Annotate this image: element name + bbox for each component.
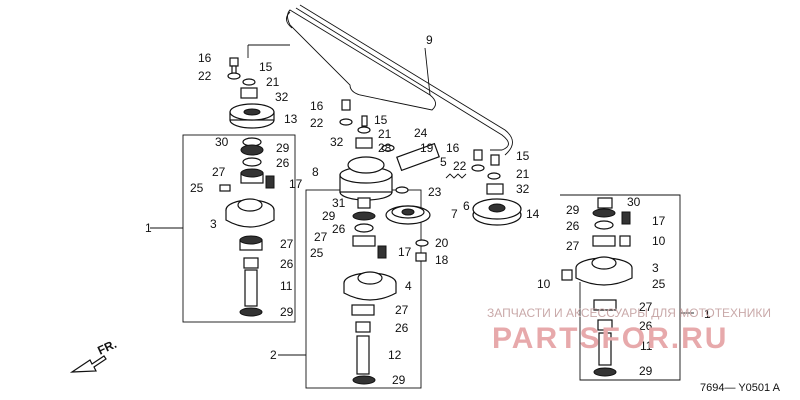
label-5: 5 [440,155,447,169]
label-1-right: 1 [704,307,711,321]
part-labels: 1 2 1 3 3 4 5 6 7 8 9 10 10 11 11 12 13 … [145,33,711,387]
label-3: 3 [210,217,217,231]
label-15: 15 [259,60,273,74]
label-4: 4 [405,279,412,293]
label-29-b: 29 [280,305,294,319]
belt-part [286,4,513,156]
label-15-right: 15 [516,149,530,163]
label-27: 27 [212,165,226,179]
label-29: 29 [276,141,290,155]
label-15-center: 15 [374,113,388,127]
label-10: 10 [652,234,666,248]
diagram-code: 7694— Y0501 A [700,382,781,394]
label-22: 22 [198,69,212,83]
label-20: 20 [435,236,449,250]
label-27-right: 27 [566,239,580,253]
label-18: 18 [435,253,449,267]
label-27-center-b: 27 [395,303,409,317]
label-30: 30 [215,135,229,149]
label-12: 12 [388,348,402,362]
label-26: 26 [276,156,290,170]
label-23: 23 [428,185,442,199]
label-6: 6 [463,199,470,213]
idler-parts [381,142,467,262]
label-27-center: 27 [314,230,328,244]
right-spindle-assembly [560,194,681,381]
label-17: 17 [289,177,303,191]
label-16-center: 16 [310,99,324,113]
label-28: 28 [378,141,392,155]
label-17-right: 17 [652,214,666,228]
label-26-right-b: 26 [639,319,653,333]
label-25: 25 [190,181,204,195]
label-26-center: 26 [332,222,346,236]
label-27-right-b: 27 [639,300,653,314]
pulley-14 [471,149,522,226]
label-9: 9 [426,33,433,47]
label-22-center: 22 [310,116,324,130]
label-11: 11 [280,279,293,293]
label-32-right: 32 [516,182,530,196]
front-arrow-icon [69,355,107,373]
label-27-b: 27 [280,237,294,251]
center-spindle-assembly [305,99,422,389]
label-29-center-b: 29 [392,373,406,387]
label-26-right: 26 [566,219,580,233]
label-10-left: 10 [537,277,551,291]
label-32: 32 [275,90,289,104]
watermark: ЗАПЧАСТИ И АКСЕССУАРЫ ДЛЯ МОТОТЕХНИКИ PA… [487,306,771,355]
label-1: 1 [145,221,152,235]
label-30-right: 30 [627,195,641,209]
label-26-b: 26 [280,257,294,271]
leader-lines [150,44,694,356]
label-17-center: 17 [398,245,412,259]
label-7: 7 [451,207,458,221]
label-22-right: 22 [453,159,467,173]
label-21-right: 21 [516,167,530,181]
label-14: 14 [526,207,540,221]
label-2: 2 [270,348,277,362]
label-16-right: 16 [446,141,460,155]
label-29-center: 29 [322,209,336,223]
left-spindle-assembly [182,57,296,323]
label-29-right-b: 29 [639,364,653,378]
label-25-right: 25 [652,277,666,291]
label-13: 13 [284,112,298,126]
label-31: 31 [332,196,346,210]
label-25-center: 25 [310,246,324,260]
label-11-right: 11 [640,339,653,353]
watermark-line1: ЗАПЧАСТИ И АКСЕССУАРЫ ДЛЯ МОТОТЕХНИКИ [487,306,771,320]
label-29-right: 29 [566,203,580,217]
label-3-right: 3 [652,261,659,275]
label-8: 8 [312,165,319,179]
label-19: 19 [420,141,434,155]
label-21-center: 21 [378,127,392,141]
front-direction-indicator: FR. [69,337,119,373]
label-16: 16 [198,51,212,65]
label-21: 21 [266,75,280,89]
label-24: 24 [414,126,428,140]
label-32-center: 32 [330,135,344,149]
watermark-line2: PARTSFOR.RU [492,322,728,355]
front-label: FR. [95,337,118,358]
label-26-center-b: 26 [395,321,409,335]
